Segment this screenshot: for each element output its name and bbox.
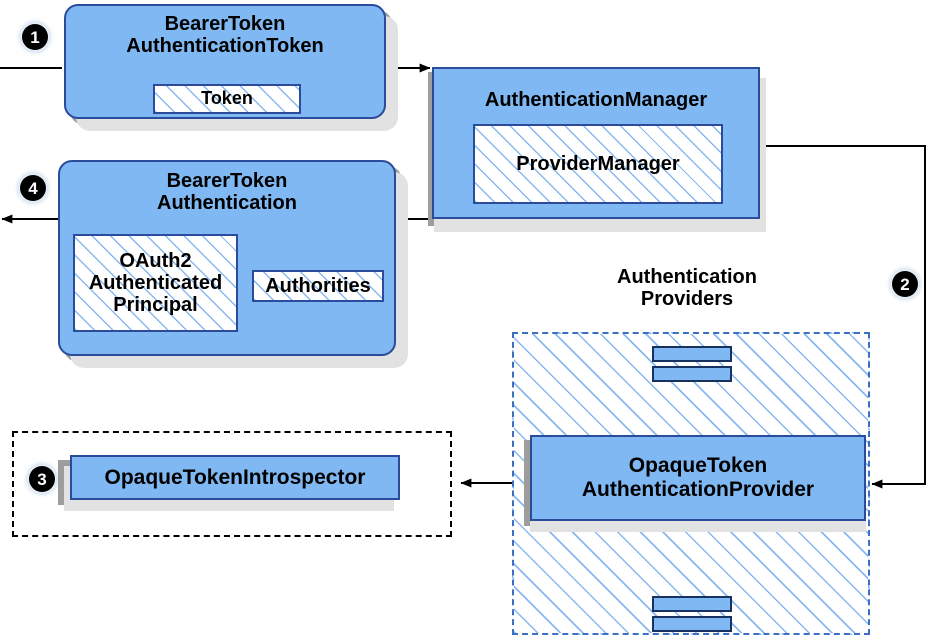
node-authentication-manager[interactable]: AuthenticationManager ProviderManager: [432, 67, 760, 219]
node-bearer-token-authentication-title: BearerToken Authentication: [157, 170, 297, 215]
node-bearer-token-authentication[interactable]: BearerToken Authentication OAuth2 Authen…: [58, 160, 396, 356]
node-opaque-token-introspector-title: OpaqueTokenIntrospector: [104, 465, 366, 489]
inner-provider-manager: ProviderManager: [473, 124, 723, 204]
marker-step-3: 3: [29, 466, 55, 492]
node-opaque-token-introspector[interactable]: OpaqueTokenIntrospector: [70, 455, 400, 500]
marker-step-4: 4: [20, 175, 46, 201]
inner-token: Token: [153, 84, 301, 114]
inner-oauth2-authenticated-principal: OAuth2 Authenticated Principal: [73, 234, 238, 332]
marker-step-1: 1: [22, 24, 48, 50]
marker-step-2: 2: [892, 271, 918, 297]
node-bearer-token-authentication-token-title: BearerToken AuthenticationToken: [126, 13, 324, 58]
node-opaque-token-authentication-provider-title: OpaqueToken AuthenticationProvider: [581, 454, 815, 501]
provider-bar-top-1: [652, 346, 732, 362]
node-authentication-manager-title: AuthenticationManager: [484, 89, 708, 111]
provider-bar-bottom-1: [652, 596, 732, 612]
node-bearer-token-authentication-token[interactable]: BearerToken AuthenticationToken Token: [64, 4, 386, 119]
node-opaque-token-authentication-provider[interactable]: OpaqueToken AuthenticationProvider: [530, 435, 866, 521]
region-authentication-providers-label: Authentication Providers: [617, 266, 757, 311]
provider-bar-bottom-2: [652, 616, 732, 632]
inner-authorities: Authorities: [252, 270, 384, 302]
provider-bar-top-2: [652, 366, 732, 382]
